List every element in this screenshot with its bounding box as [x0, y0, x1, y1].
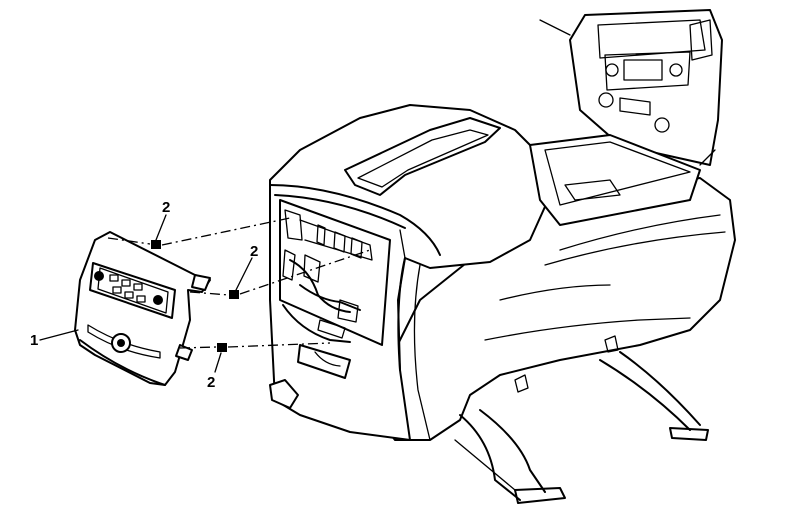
floor-console — [269, 104, 736, 504]
clip-middle — [229, 290, 239, 299]
retaining-clips — [151, 240, 239, 352]
installation-lines — [107, 217, 371, 349]
callout-2-middle: 2 — [250, 243, 258, 260]
rear-console-inset — [529, 9, 723, 226]
clip-lower — [217, 343, 227, 352]
callout-2-lower: 2 — [207, 374, 215, 391]
control-faceplate — [74, 231, 211, 386]
callout-2-upper: 2 — [162, 199, 170, 216]
callout-leaders — [39, 19, 571, 373]
callout-1: 1 — [30, 332, 38, 349]
clip-upper — [151, 240, 161, 249]
